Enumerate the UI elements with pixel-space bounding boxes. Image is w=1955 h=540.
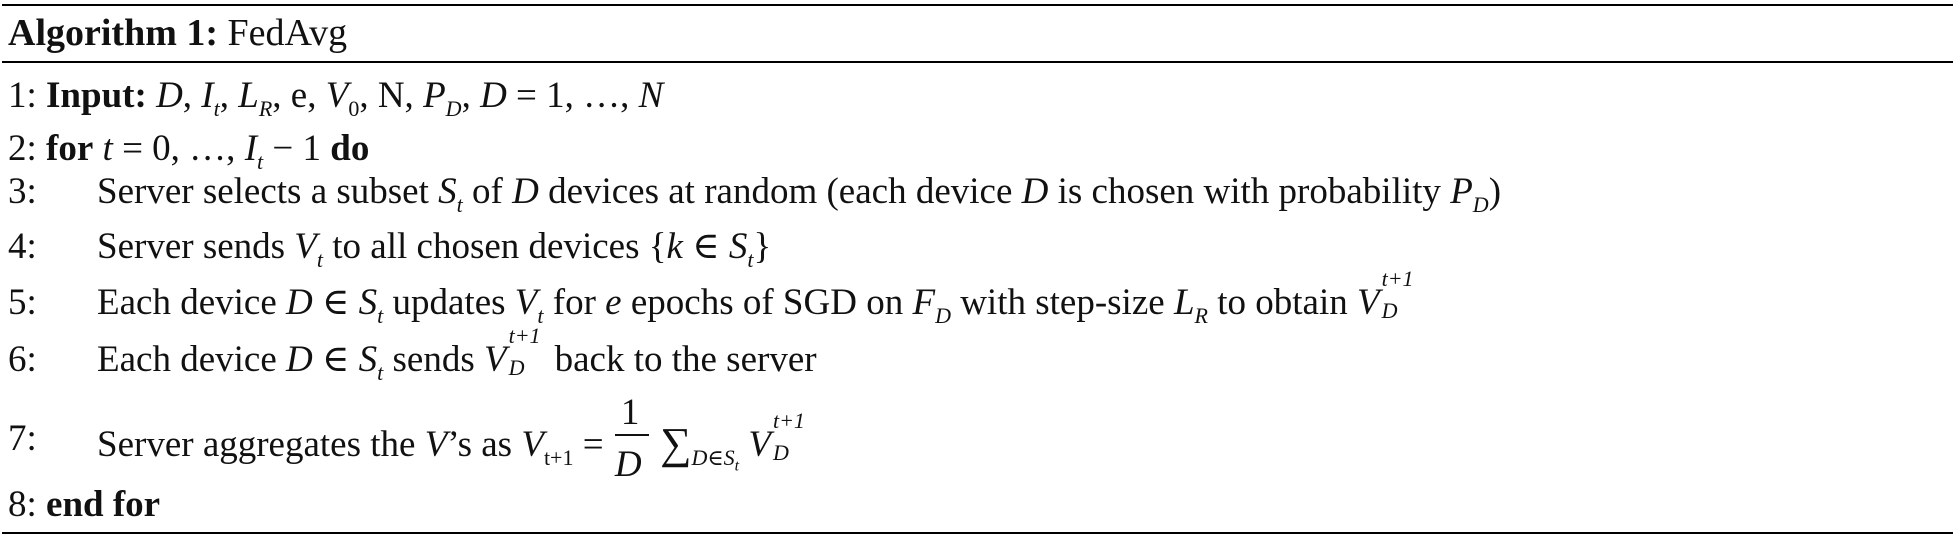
- line-number: 6:: [8, 339, 37, 380]
- keyword-end-for: end for: [46, 484, 161, 525]
- line-1: 1: Input: D, It, LR, e, V0, N, PD, D = 1…: [8, 75, 664, 121]
- line-4: 4:: [8, 228, 37, 265]
- bottom-rule: [2, 532, 1953, 534]
- keyword-for: for: [46, 128, 94, 169]
- line-number: 4:: [8, 226, 37, 267]
- line-number: 3:: [8, 171, 37, 212]
- sum-symbol: ∑: [660, 419, 692, 468]
- algorithm-label: Algorithm 1:: [8, 12, 219, 54]
- header-rule: [2, 61, 1953, 63]
- line-number: 5:: [8, 282, 37, 323]
- line-3: 3:: [8, 173, 37, 210]
- line-6: 6:: [8, 341, 37, 378]
- algorithm-name: FedAvg: [227, 12, 348, 54]
- line-number: 1:: [8, 75, 37, 116]
- input-params: D, It, LR, e, V0, N, PD, D = 1, …, N: [156, 75, 664, 121]
- line-5-body: Each device D ∈ St updates Vt for e epoc…: [97, 266, 1414, 328]
- keyword-do: do: [330, 128, 370, 169]
- algorithm-title: Algorithm 1: FedAvg: [8, 14, 347, 52]
- line-2: 2: for t = 0, …, It − 1 do: [8, 128, 370, 174]
- loop-range: t = 0, …, It − 1: [102, 128, 331, 174]
- line-8: 8: end for: [8, 486, 160, 523]
- line-number: 2:: [8, 128, 37, 169]
- line-number: 7:: [8, 418, 37, 459]
- line-3-body: Server selects a subset St of D devices …: [97, 171, 1502, 217]
- keyword-input: Input:: [46, 75, 147, 116]
- line-4-body: Server sends Vt to all chosen devices {k…: [97, 226, 772, 272]
- line-number: 8:: [8, 484, 37, 525]
- top-rule: [2, 4, 1953, 6]
- line-5: 5:: [8, 284, 37, 321]
- line-7: 7:: [8, 420, 37, 457]
